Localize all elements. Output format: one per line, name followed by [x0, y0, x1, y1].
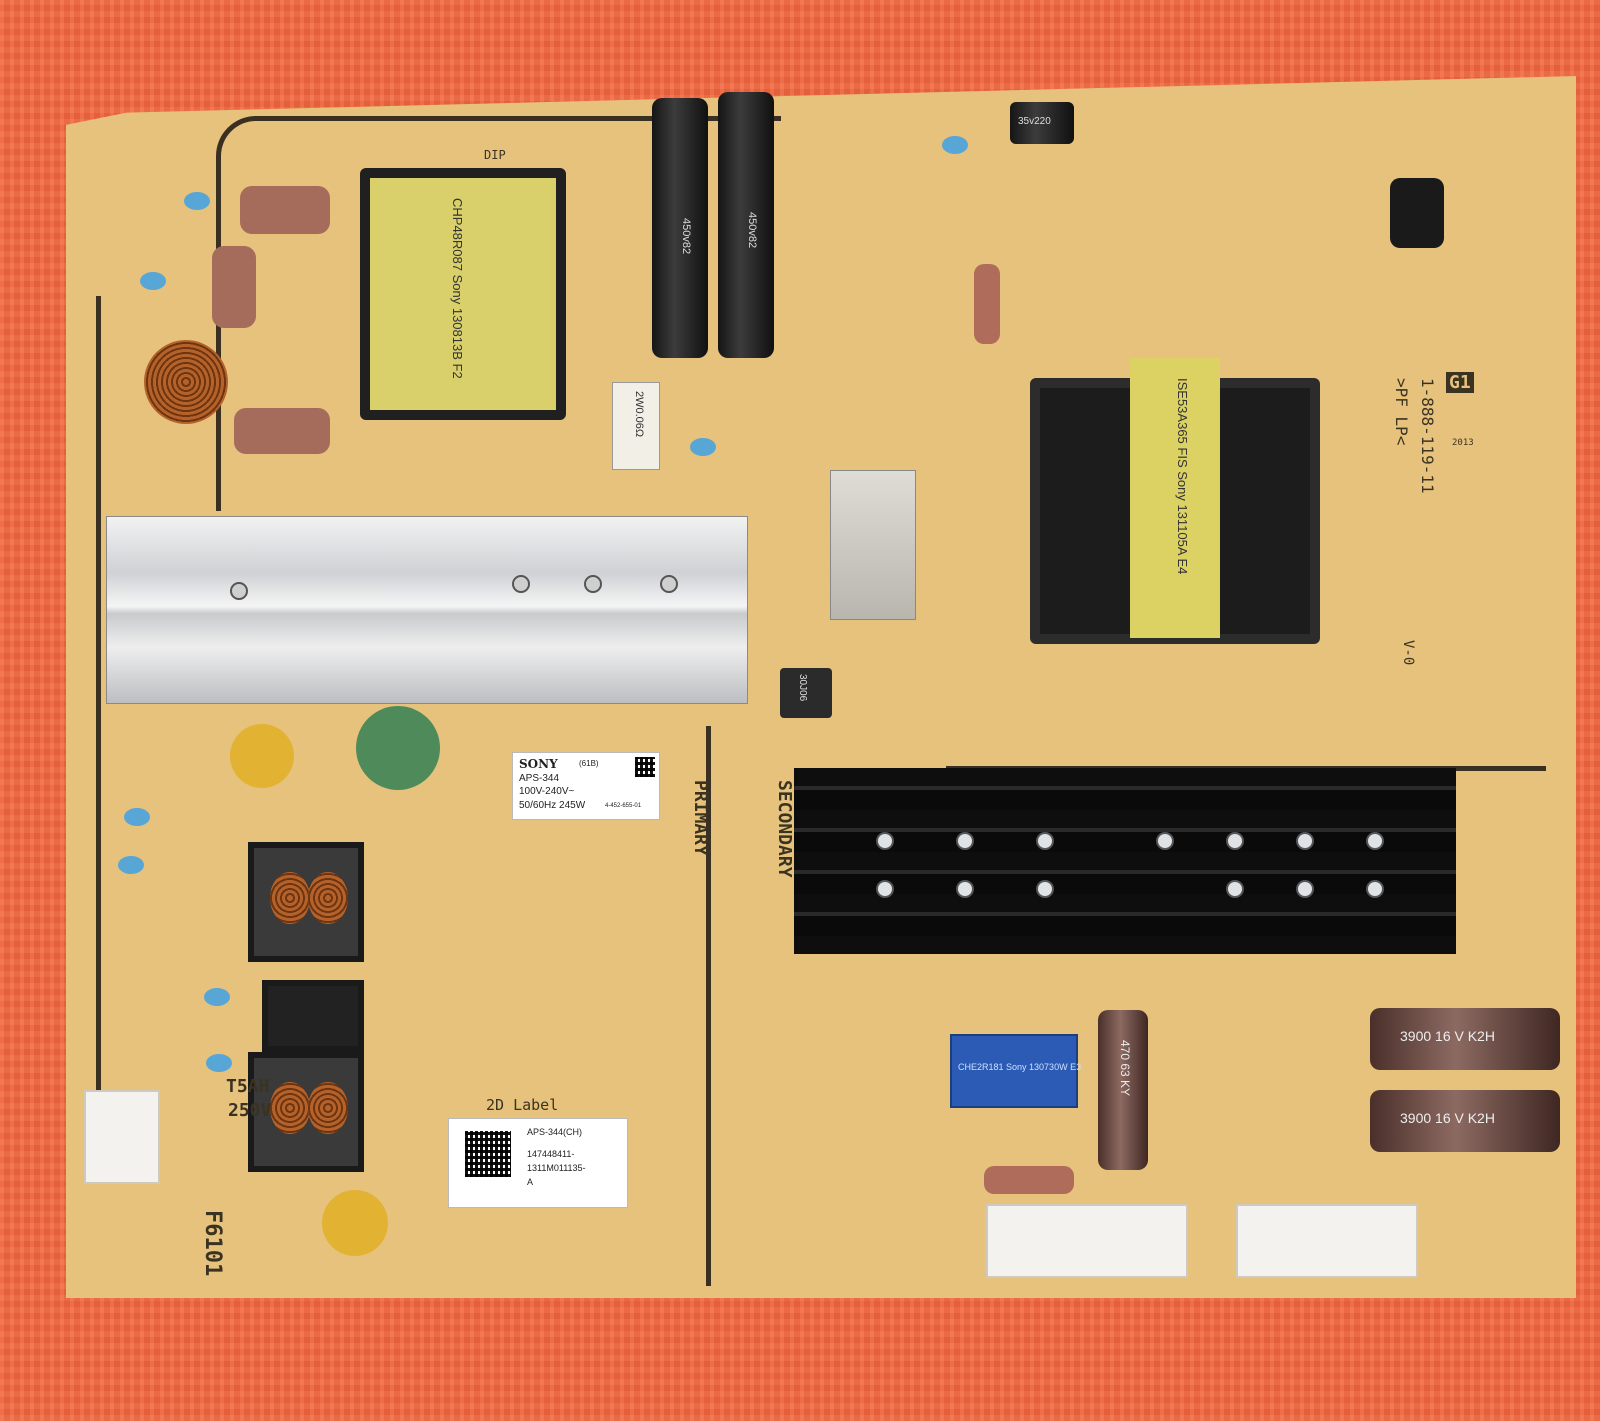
barcode-line1: 147448411- [527, 1149, 575, 1159]
silver-heatsink [106, 516, 748, 704]
heatsink-screw [660, 575, 678, 593]
metal-bracket [830, 470, 916, 620]
heatsink-screw [512, 575, 530, 593]
copper-coil [308, 1082, 348, 1134]
capacitor-label: 3900 16 V K2H [1400, 1110, 1495, 1126]
heatsink-hole [1036, 880, 1054, 898]
capacitor-label: 470 63 KY [1118, 1040, 1132, 1097]
yellow-capacitor [322, 1190, 388, 1256]
main-transformer: CHP48R087 Sony 130813B F2 [360, 168, 566, 420]
pcb-trace-outline [96, 296, 121, 1096]
transformer-core-tape: ISE53A365 FIS Sony 131105A E4 [1130, 358, 1220, 638]
pf-lp-mark: >PF LP< [1392, 378, 1411, 446]
blue-ceramic-capacitor [690, 438, 716, 456]
common-mode-choke [248, 1052, 364, 1172]
transformer-label: CHP48R087 Sony 130813B F2 [450, 198, 465, 379]
electrolytic-capacitor: 450v82 [718, 92, 774, 358]
sticker-voltage: 100V-240V~ [519, 786, 575, 797]
capacitor-label: 35v220 [1018, 116, 1051, 127]
blue-ceramic-capacitor [124, 808, 150, 826]
blue-ceramic-capacitor [140, 272, 166, 290]
heatsink-hole [1366, 880, 1384, 898]
heatsink-hole [1226, 880, 1244, 898]
blue-ceramic-capacitor [942, 136, 968, 154]
heatsink-hole [956, 880, 974, 898]
sticker-model: APS-344 [519, 773, 560, 784]
copper-coil [308, 872, 348, 924]
secondary-label: SECONDARY [774, 780, 795, 878]
heatsink-hole [1366, 832, 1384, 850]
qr-code [465, 1131, 511, 1177]
capacitor-label: 450v82 [746, 212, 758, 249]
ferrite-block [262, 980, 364, 1052]
fuse-rating-1: T5AH [226, 1076, 270, 1097]
ac-input-connector [84, 1090, 160, 1184]
capacitor-label: 450v82 [680, 218, 692, 255]
film-capacitor [212, 246, 256, 328]
heatsink-hole [956, 832, 974, 850]
transformer-label: CHE2R181 Sony 130730W E3 [958, 1062, 1082, 1072]
green-thermistor [356, 706, 440, 790]
flyback-transformer: ISE53A365 FIS Sony 131105A E4 [1030, 358, 1320, 644]
film-capacitor [974, 264, 1000, 344]
ribbon-connector [986, 1204, 1188, 1278]
label-2d: 2D Label [486, 1096, 559, 1114]
product-sticker: SONY (61B) APS-344 100V-240V~ 50/60Hz 24… [512, 752, 660, 820]
electrolytic-capacitor: 450v82 [652, 98, 708, 358]
power-resistor: 2W0.06Ω [612, 382, 660, 470]
barcode-model: APS-344(CH) [527, 1127, 583, 1137]
primary-label: PRIMARY [690, 780, 711, 856]
heatsink-hole [876, 880, 894, 898]
electrolytic-capacitor: 470 63 KY [1098, 1010, 1148, 1170]
inductor-label: 30J06 [797, 674, 808, 702]
film-capacitor [234, 408, 330, 454]
blue-ceramic-capacitor [204, 988, 230, 1006]
small-capacitor [1390, 178, 1444, 248]
dip-label: DIP [484, 148, 506, 162]
small-capacitor: 35v220 [1010, 102, 1074, 144]
heatsink-hole [1036, 832, 1054, 850]
heatsink-hole [876, 832, 894, 850]
v0-mark: V-0 [1400, 640, 1416, 666]
electrolytic-capacitor: 3900 16 V K2H [1370, 1090, 1560, 1152]
heatsink-hole [1226, 832, 1244, 850]
heatsink-screw [584, 575, 602, 593]
heatsink-screw [230, 582, 248, 600]
film-capacitor [240, 186, 330, 234]
fuse-label: F6101 [200, 1210, 225, 1277]
g1-mark: G1 [1446, 372, 1474, 393]
sticker-marks: (61B) [579, 759, 599, 768]
resistor-label: 2W0.06Ω [633, 391, 645, 438]
fuse-rating-2: 250V [228, 1100, 272, 1121]
toroid-inductor [144, 340, 228, 424]
yellow-capacitor [230, 724, 294, 788]
sticker-brand: SONY [519, 757, 558, 771]
film-capacitor [984, 1166, 1074, 1194]
sticker-code: 4-452-655-01 [605, 803, 642, 809]
capacitor-label: 3900 16 V K2H [1400, 1028, 1495, 1044]
barcode-sticker: APS-344(CH) 147448411- 1311M011135- A [448, 1118, 628, 1208]
barcode-line3: A [527, 1177, 534, 1187]
pcb-trace-outline [706, 726, 731, 1286]
qr-code [635, 757, 655, 777]
black-heatsink [794, 768, 1456, 954]
transformer-label: ISE53A365 FIS Sony 131105A E4 [1175, 378, 1190, 575]
electrolytic-capacitor: 3900 16 V K2H [1370, 1008, 1560, 1070]
sticker-frequency: 50/60Hz 245W [519, 800, 586, 811]
heatsink-hole [1296, 880, 1314, 898]
ribbon-connector [1236, 1204, 1418, 1278]
heatsink-hole [1296, 832, 1314, 850]
heatsink-hole [1156, 832, 1174, 850]
blue-ceramic-capacitor [184, 192, 210, 210]
part-number: 1-888-119-11 [1418, 378, 1437, 494]
copper-coil [270, 1082, 310, 1134]
small-inductor: 30J06 [780, 668, 832, 718]
blue-ceramic-capacitor [118, 856, 144, 874]
year-mark: 2013 [1452, 438, 1474, 448]
copper-coil [270, 872, 310, 924]
blue-ceramic-capacitor [206, 1054, 232, 1072]
common-mode-choke [248, 842, 364, 962]
blue-standby-transformer: CHE2R181 Sony 130730W E3 [950, 1034, 1082, 1108]
barcode-line2: 1311M011135- [527, 1163, 586, 1173]
